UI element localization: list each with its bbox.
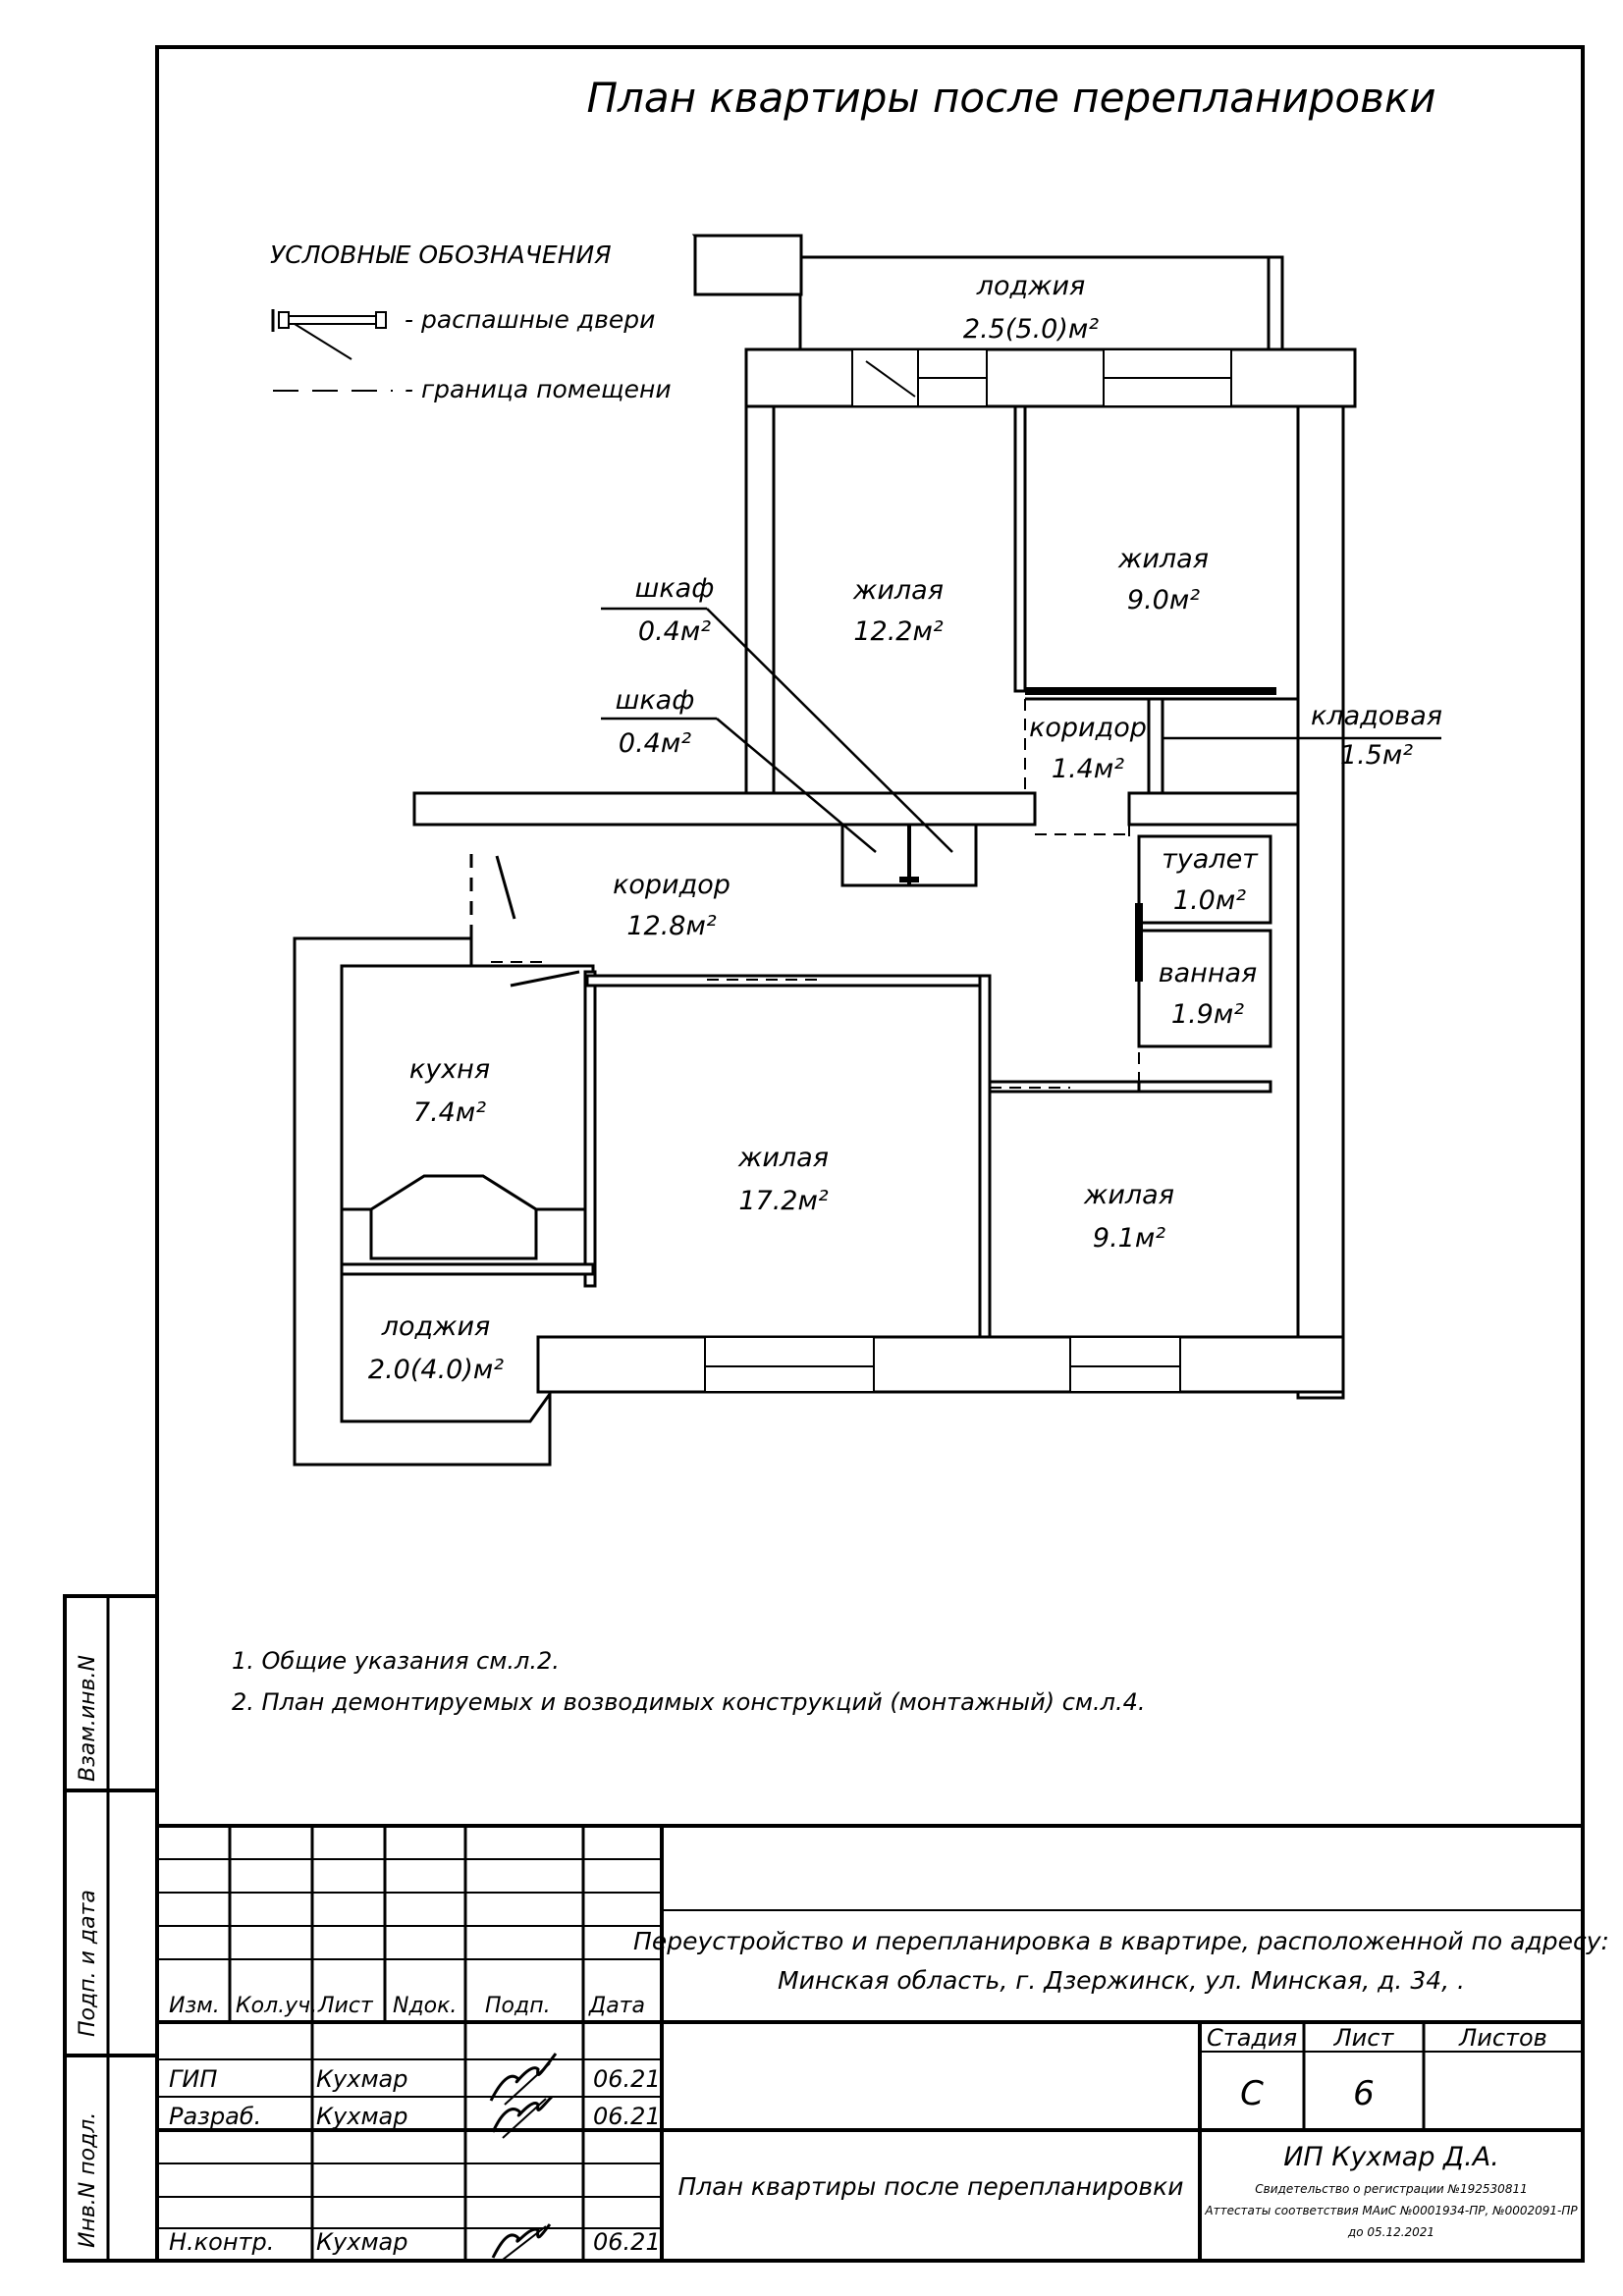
upper-west-wall — [744, 404, 776, 797]
stamp-name: Кухмар — [316, 2065, 408, 2093]
room-area: 2.0(4.0)м² — [368, 1355, 504, 1385]
south-wall — [536, 1335, 1345, 1394]
toilet — [1137, 834, 1272, 925]
room-name: кухня — [409, 1054, 490, 1085]
room-area: 7.4м² — [413, 1097, 486, 1128]
stamp-name: Кухмар — [316, 2103, 408, 2130]
stamp-header: Nдок. — [393, 1994, 457, 2018]
stamp-role: Н.контр. — [169, 2228, 274, 2256]
room-area: 9.0м² — [1127, 585, 1200, 615]
room-name: шкаф — [616, 685, 695, 716]
stamp-header: Изм. — [169, 1994, 220, 2018]
room-name: коридор — [1029, 713, 1147, 743]
legend-boundary-label: - граница помещени — [405, 375, 672, 403]
living-17-east-wall — [978, 974, 992, 1339]
window-south-1 — [704, 1336, 875, 1393]
door-swing-icon — [271, 309, 387, 360]
mid-wall-right — [1127, 791, 1300, 827]
north-wall — [744, 347, 1357, 408]
org-valid-until: до 05.12.2021 — [1347, 2225, 1434, 2239]
org-attestation: Аттестаты соответствия МАиС №0001934-ПР,… — [1204, 2204, 1578, 2217]
window-south-2 — [1069, 1336, 1181, 1393]
room-name: жилая — [737, 1143, 829, 1173]
signature-gip — [489, 2053, 558, 2106]
stamp-date: 06.21 — [593, 2065, 661, 2093]
sheet-header: Лист — [1333, 2024, 1395, 2052]
room-area: 0.4м² — [638, 616, 711, 647]
side-label-signature: Подп. и дата — [76, 1890, 100, 2037]
room-area: 17.2м² — [738, 1186, 828, 1216]
stamp-role: Разраб. — [169, 2103, 261, 2130]
loggia-top-wall-right — [1267, 255, 1284, 351]
living-17-north-wall — [585, 974, 982, 988]
room-area: 1.5м² — [1340, 740, 1413, 771]
project-line-1: Переустройство и перепланировка в кварти… — [633, 1927, 1609, 1955]
living-9-north-wall-2 — [1137, 1080, 1272, 1094]
legend-heading: УСЛОВНЫЕ ОБОЗНАЧЕНИЯ — [270, 240, 612, 269]
storage-wall — [1147, 697, 1164, 795]
stamp-header: Кол.уч. — [236, 1994, 317, 2018]
room-name: жилая — [1083, 1180, 1174, 1210]
side-strip: Взам.инв.N Подп. и дата Инв.N подл. — [63, 1594, 159, 2263]
room-area: 0.4м² — [619, 728, 691, 759]
room-name: жилая — [852, 575, 944, 606]
west-wall — [293, 936, 552, 1467]
drawing-title: План квартиры после перепланировки — [586, 74, 1435, 122]
room-area: 1.4м² — [1052, 754, 1124, 784]
signature-norm-control — [491, 2223, 552, 2261]
bathroom — [1137, 929, 1272, 1048]
room-name: лоджия — [381, 1311, 491, 1342]
org-certificate: Свидетельство о регистрации №192530811 — [1255, 2182, 1527, 2196]
sheet-frame — [155, 45, 1585, 2263]
loggia-top-wall-left — [693, 234, 803, 296]
stamp-date: 06.21 — [593, 2103, 661, 2130]
legend: УСЛОВНЫЕ ОБОЗНАЧЕНИЯ - распашные двери -… — [270, 240, 672, 403]
floor-plan — [293, 234, 1441, 1467]
side-label-replacement: Взам.инв.N — [76, 1655, 100, 1782]
room-name: жилая — [1117, 544, 1209, 574]
kitchen-south-wall — [340, 1262, 595, 1276]
balcony-door — [851, 348, 922, 407]
project-line-2: Минская область, г. Дзержинск, ул. Минск… — [778, 1966, 1465, 1995]
stamp-header: Лист — [317, 1994, 374, 2018]
kitchen-east-wall — [583, 970, 597, 1288]
east-wall — [1296, 404, 1345, 1400]
stamp-role: ГИП — [169, 2065, 217, 2093]
stamp-name: Кухмар — [316, 2228, 408, 2256]
room-area: 12.8м² — [626, 911, 716, 941]
stamp-header: Дата — [588, 1994, 645, 2018]
room-area: 12.2м² — [853, 616, 943, 647]
stamp-date: 06.21 — [593, 2228, 661, 2256]
note-2: 2. План демонтируемых и возводимых конст… — [232, 1688, 1146, 1716]
stage-value: С — [1240, 2074, 1264, 2113]
side-label-inventory: Инв.N подл. — [76, 2112, 100, 2248]
room-name: туалет — [1162, 844, 1259, 875]
sheets-header: Листов — [1458, 2024, 1547, 2052]
mid-wall-left — [412, 791, 1037, 827]
sheet-title: План квартиры после перепланировки — [678, 2172, 1184, 2201]
legend-door-label: - распашные двери — [405, 305, 655, 334]
room-area: 2.5(5.0)м² — [963, 314, 1099, 345]
room-name: кладовая — [1311, 701, 1442, 731]
room-name: коридор — [613, 870, 730, 900]
room-name: ванная — [1159, 958, 1258, 988]
room-area: 9.1м² — [1093, 1223, 1165, 1254]
room-labels: лоджия 2.5(5.0)м² жилая 12.2м² жилая 9.0… — [368, 271, 1442, 1385]
note-1: 1. Общие указания см.л.2. — [232, 1647, 560, 1675]
room-area: 1.0м² — [1173, 885, 1246, 916]
sheet-value: 6 — [1353, 2074, 1375, 2113]
stamp-header: Подп. — [485, 1994, 551, 2018]
room-area: 1.9м² — [1171, 999, 1244, 1030]
org-name: ИП Кухмар Д.А. — [1283, 2142, 1499, 2172]
partition-bedrooms — [1013, 404, 1027, 693]
room-name: лоджия — [976, 271, 1086, 301]
room-name: шкаф — [635, 573, 715, 604]
signature-developer — [491, 2095, 554, 2139]
stage-header: Стадия — [1207, 2024, 1297, 2052]
title-block: Изм. Кол.уч. Лист Nдок. Подп. Дата ГИП К… — [157, 1824, 1609, 2261]
kitchen-room — [340, 964, 595, 1211]
